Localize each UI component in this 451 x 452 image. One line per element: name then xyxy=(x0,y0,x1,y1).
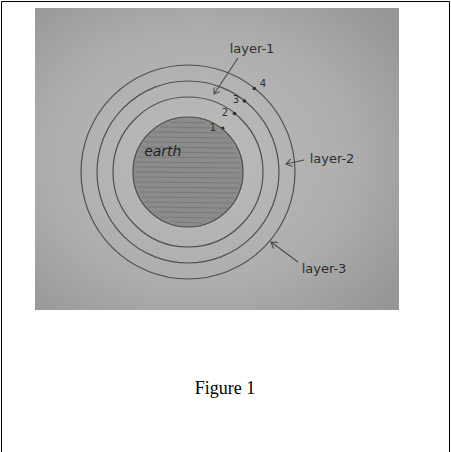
node-label: earth xyxy=(144,144,181,158)
leader-arrow xyxy=(214,58,238,94)
layer-label: layer-2 xyxy=(310,152,355,165)
ring-3 xyxy=(81,65,295,279)
ring-2 xyxy=(97,81,279,263)
layer-label: layer-1 xyxy=(230,42,275,55)
leader-arrow xyxy=(271,242,298,262)
earth-circle: earth xyxy=(132,116,244,228)
earth-shape xyxy=(132,116,244,228)
figure-caption: Figure 1 xyxy=(195,379,256,397)
callout-number: 3 xyxy=(233,95,239,105)
ring-1 xyxy=(113,97,263,247)
callout-number: 4 xyxy=(260,79,266,89)
point-dot xyxy=(233,112,237,116)
photo-ground xyxy=(35,8,399,310)
layer-rings xyxy=(81,65,295,279)
point-dot xyxy=(253,87,257,91)
point-dot xyxy=(243,99,247,103)
layer-label: layer-3 xyxy=(302,262,347,275)
callout-number: 2 xyxy=(222,108,228,118)
point-dots xyxy=(221,87,256,130)
callout-number: 1 xyxy=(210,123,216,133)
leader-arrow xyxy=(286,160,304,164)
